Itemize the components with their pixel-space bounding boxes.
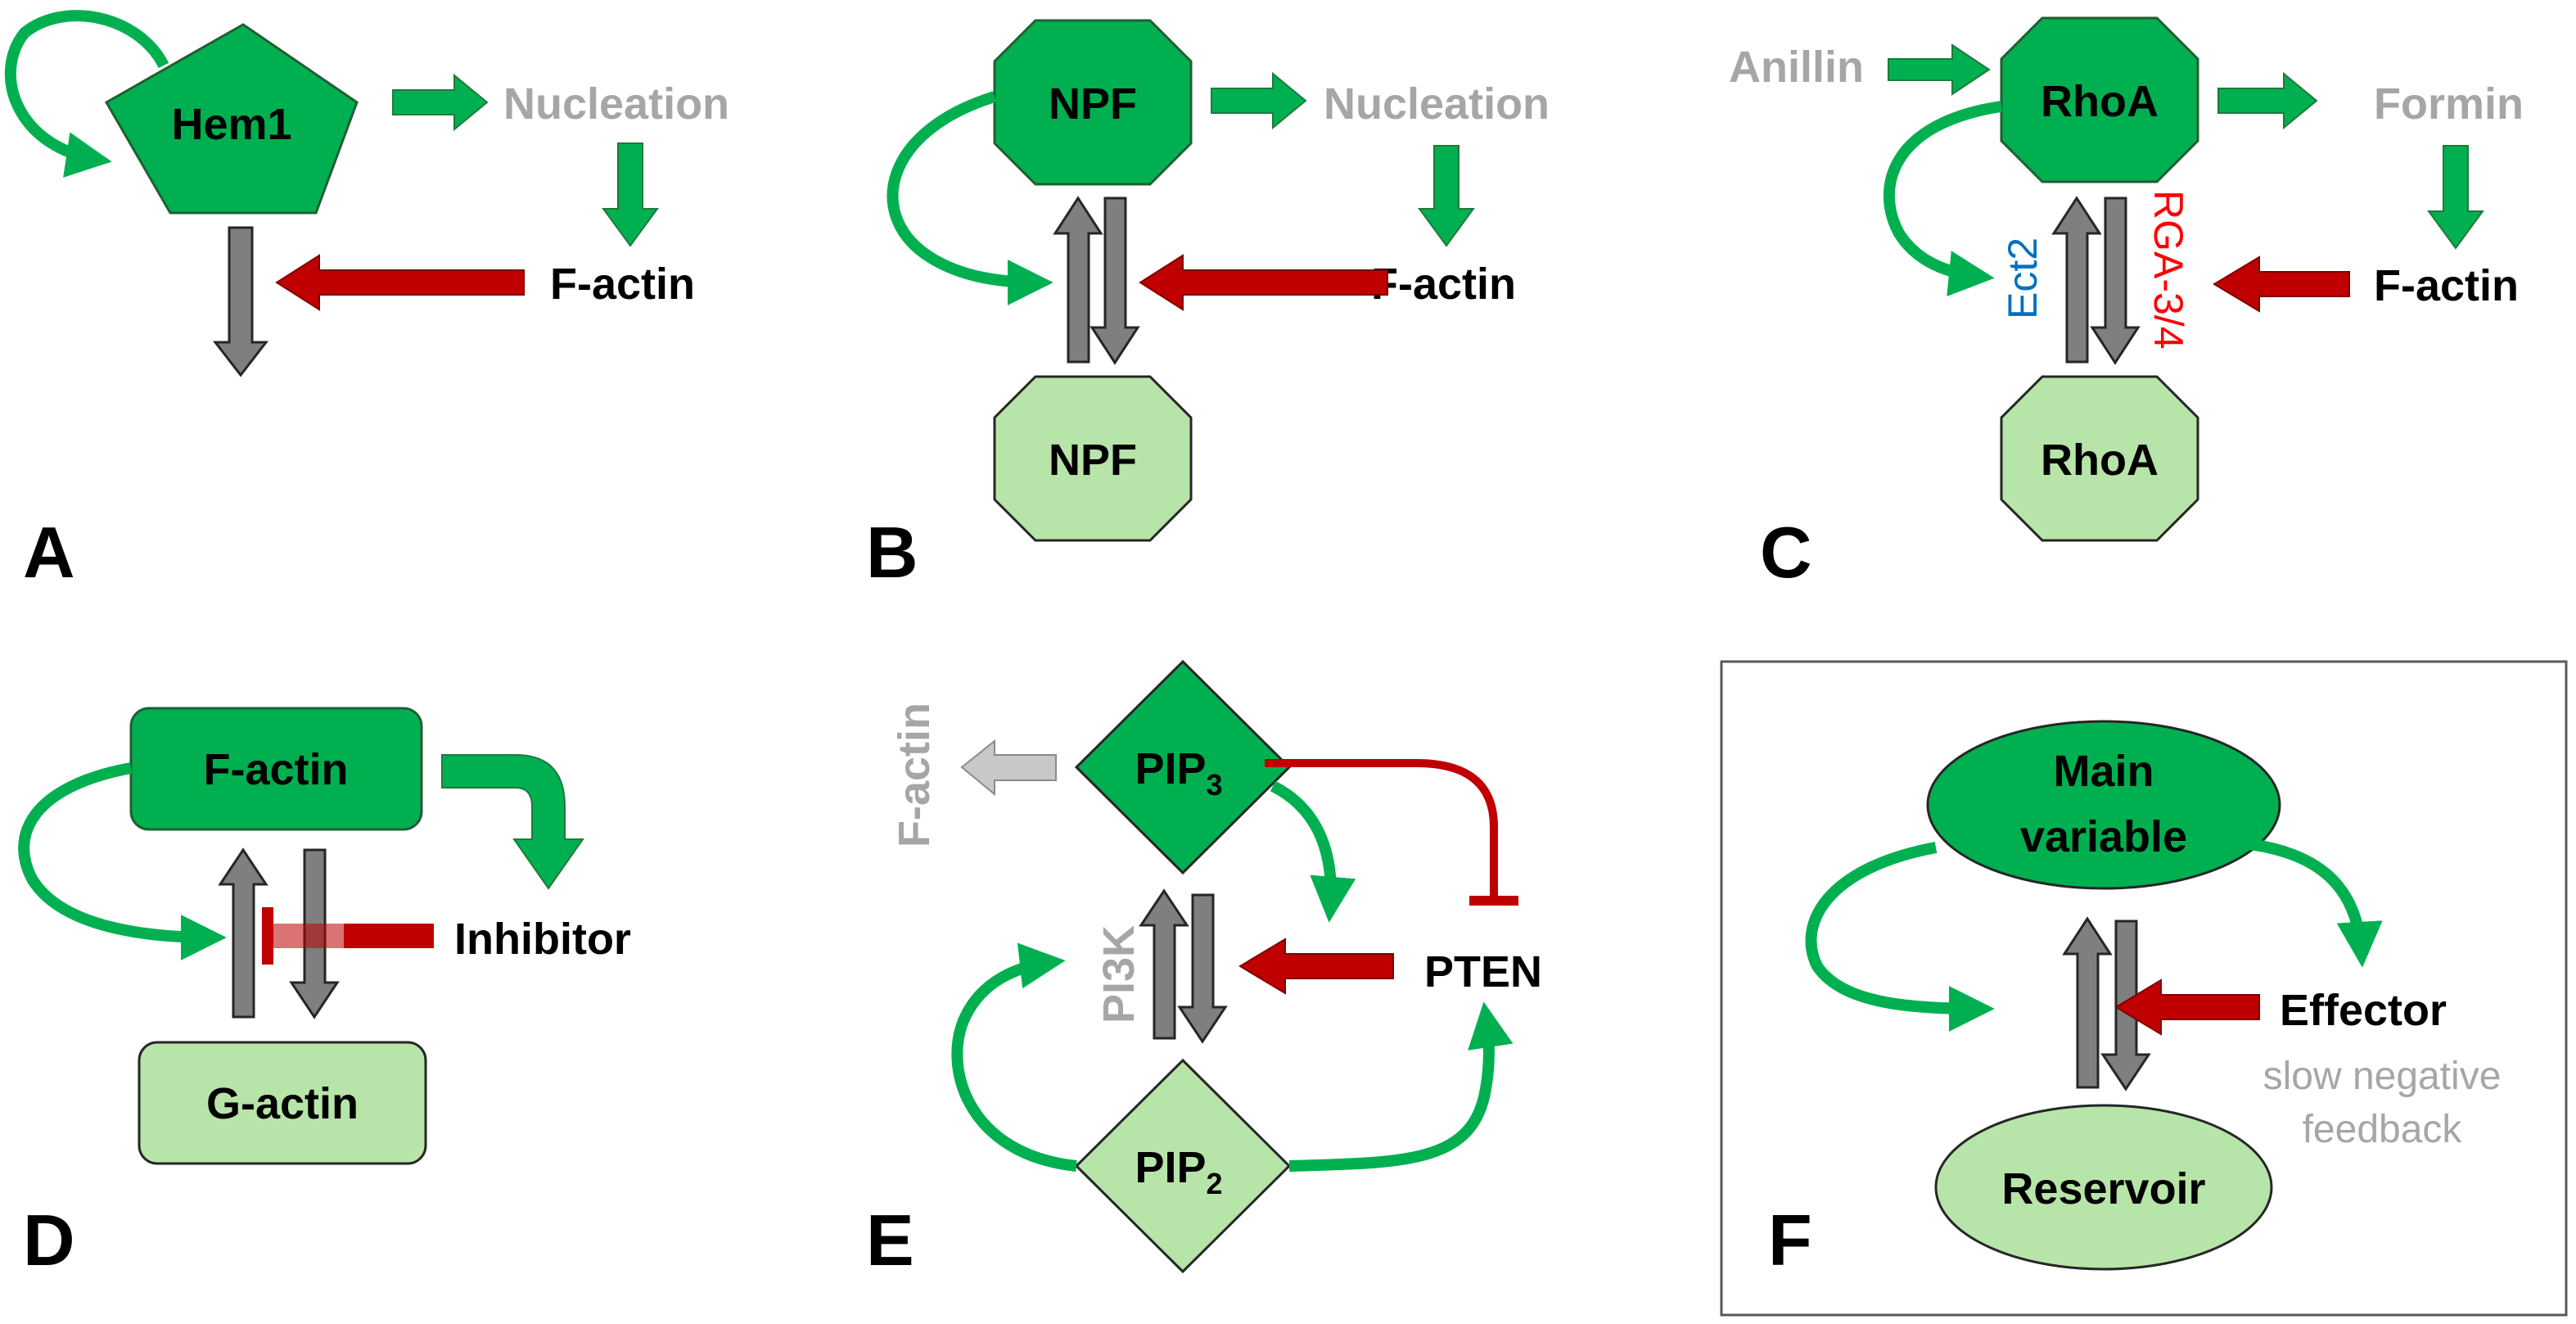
arrow-main-to-effector (2242, 838, 2383, 968)
arrow-to-nucleation-b (1211, 71, 1307, 130)
rhoa-active-octagon (2000, 16, 2199, 183)
gray-up-arrow-e (1139, 888, 1189, 1040)
panel-f-frame (1720, 660, 2568, 1317)
gray-up-arrow-b (1053, 196, 1103, 364)
npf-active-octagon (993, 19, 1193, 186)
arrow-to-nucleation (392, 73, 489, 132)
arrow-nucleation-to-factin-b (1418, 145, 1475, 247)
inhibitor-bar-solid (344, 924, 434, 948)
red-inhibition-arrow-f (2114, 978, 2260, 1036)
arrow-factin-to-inhibitor (441, 754, 584, 890)
gactin-inactive-box (138, 1041, 427, 1165)
pip2-label: PIP2 (1135, 1143, 1222, 1200)
rhoa-inactive-octagon (2000, 375, 2199, 542)
factin-label-e: F-actin (890, 703, 939, 847)
arrow-pip3-to-factin (960, 739, 1057, 797)
effector-label: Effector (2280, 986, 2447, 1035)
gray-up-arrow-d (218, 847, 268, 1019)
rhoa-active-label: RhoA (2041, 77, 2159, 126)
pten-label: PTEN (1424, 947, 1542, 996)
panel-label-b: B (866, 512, 918, 593)
red-inhibition-arrow-b (1139, 254, 1388, 311)
reservoir-ellipse (1934, 1104, 2273, 1271)
feedback-line2: feedback (2303, 1108, 2463, 1151)
inhibitor-tbar (262, 907, 273, 965)
gray-down-arrow-a (212, 226, 269, 377)
main-variable-ellipse (1926, 720, 2281, 890)
hem1-pentagon-node (104, 23, 359, 215)
rhoa-inactive-label: RhoA (2041, 436, 2159, 485)
formin-label: Formin (2374, 79, 2524, 129)
arrow-pip2-to-pten (1288, 1001, 1514, 1172)
gray-down-arrow-e (1177, 893, 1228, 1044)
nucleation-label-a: Nucleation (503, 79, 729, 129)
red-inhibition-arrow-e (1238, 938, 1394, 995)
inhibitor-label: Inhibitor (454, 915, 631, 964)
panel-e: F-actin PIP3 PIP2 PI3K PTEN E (866, 659, 1542, 1281)
red-inhibition-arrow-a (275, 254, 525, 311)
positive-feedback-arrow-d (18, 762, 227, 960)
inhibitor-bar-fade (270, 924, 344, 948)
gray-down-arrow-c (2090, 197, 2141, 365)
ect2-label: Ect2 (2000, 237, 2046, 319)
pip3-label: PIP3 (1135, 744, 1222, 802)
gray-up-arrow-c (2051, 196, 2102, 364)
red-inhibition-arrow-c (2213, 255, 2350, 313)
arrow-anillin-to-rhoa (1888, 43, 1991, 96)
feedback-line1: slow negative (2263, 1055, 2502, 1098)
nucleation-label-b: Nucleation (1324, 79, 1550, 129)
panel-d: F-actin G-actin Inhibitor D (18, 707, 631, 1281)
factin-label-c: F-actin (2374, 261, 2519, 310)
panel-b: NPF NPF Nucleation F-actin B (866, 19, 1550, 593)
positive-feedback-arrow-b (886, 91, 1053, 305)
inhibition-line-pip3-to-pten (1265, 759, 1498, 901)
gactin-inactive-label: G-actin (206, 1079, 359, 1128)
arrow-pip2-to-pi3k-loop (951, 942, 1077, 1172)
arrow-nucleation-to-factin (602, 142, 659, 247)
panel-label-e: E (866, 1200, 914, 1281)
panel-a: Hem1 Nucleation F-actin A (4, 10, 729, 593)
positive-feedback-arrow-f (1805, 842, 1995, 1032)
panel-f: Main variable Reservoir Effector slow ne… (1720, 660, 2568, 1317)
arrow-formin-to-factin (2427, 145, 2484, 250)
positive-feedback-arrow-c (1883, 101, 2003, 296)
self-activation-loop-arrow (4, 10, 169, 178)
npf-inactive-label: NPF (1049, 436, 1137, 485)
hem1-label: Hem1 (171, 100, 291, 149)
panel-label-a: A (23, 512, 75, 593)
anillin-label: Anillin (1729, 43, 1864, 92)
panel-label-d: D (23, 1200, 75, 1281)
pip3-diamond (1074, 659, 1292, 875)
npf-inactive-octagon (993, 375, 1193, 542)
gray-up-arrow-f (2062, 916, 2113, 1089)
gray-down-arrow-b (1089, 197, 1140, 365)
factin-label-a: F-actin (550, 260, 695, 309)
panel-label-f: F (1768, 1200, 1812, 1281)
npf-active-label: NPF (1049, 79, 1137, 129)
pip2-diamond (1074, 1058, 1292, 1274)
factin-active-label: F-actin (203, 745, 348, 794)
main-variable-line1: Main (2053, 747, 2154, 796)
arrow-pip3-feedback (1270, 780, 1356, 923)
arrow-rhoa-to-formin (2217, 71, 2318, 130)
factin-label-b: F-actin (1371, 260, 1516, 309)
panel-c: Anillin RhoA RhoA Ect2 RGA-3/4 Formin F-… (1729, 16, 2524, 593)
pi3k-label: PI3K (1094, 925, 1144, 1024)
panel-label-c: C (1760, 512, 1812, 593)
reservoir-label: Reservoir (2001, 1164, 2205, 1213)
rga34-label: RGA-3/4 (2145, 190, 2191, 350)
main-variable-line2: variable (2020, 812, 2187, 861)
